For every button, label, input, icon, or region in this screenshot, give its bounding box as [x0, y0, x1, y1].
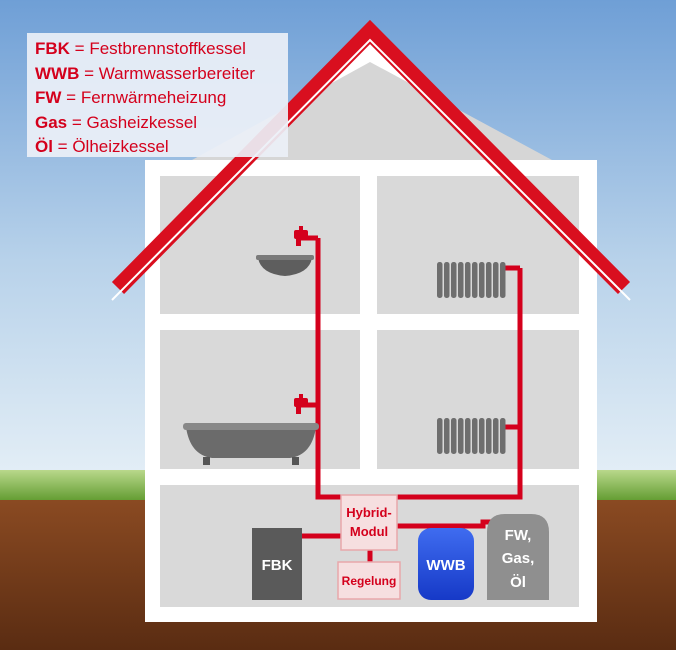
boiler-label-1: FW,	[505, 527, 532, 544]
legend-item: Öl = Ölheizkessel	[35, 137, 169, 156]
wwb-tank: WWB	[418, 528, 474, 600]
fbk-boiler: FBK	[252, 528, 302, 600]
hybrid-label-2: Modul	[350, 524, 388, 539]
boiler-label-2: Gas,	[502, 550, 535, 567]
legend: FBK = Festbrennstoffkessel WWB = Warmwas…	[27, 33, 288, 157]
hybrid-module: Hybrid- Modul	[340, 494, 398, 551]
legend-item: FW = Fernwärmeheizung	[35, 88, 227, 107]
roof	[111, 19, 631, 294]
upper-tap-icon	[294, 226, 308, 246]
lower-tap-icon	[294, 394, 308, 414]
control-label: Regelung	[342, 574, 397, 588]
bathtub-icon	[183, 423, 319, 465]
hybrid-label-1: Hybrid-	[346, 505, 392, 520]
fbk-label: FBK	[262, 557, 293, 574]
legend-item: Gas = Gasheizkessel	[35, 112, 198, 132]
boiler-label-3: Öl	[510, 574, 526, 591]
upper-radiator-icon	[437, 262, 506, 298]
room-top-right	[377, 176, 579, 314]
room-middle-right	[377, 330, 579, 469]
wwb-label: WWB	[426, 557, 465, 574]
control-unit: Regelung	[337, 561, 401, 600]
legend-item: FBK = Festbrennstoffkessel	[35, 39, 246, 58]
sink-icon	[256, 255, 314, 276]
heating-pipes	[300, 235, 523, 562]
lower-radiator-icon	[437, 418, 506, 454]
main-boiler: FW, Gas, Öl	[487, 514, 549, 600]
legend-item: WWB = Warmwasserbereiter	[35, 63, 255, 83]
room-top-left	[160, 176, 360, 314]
